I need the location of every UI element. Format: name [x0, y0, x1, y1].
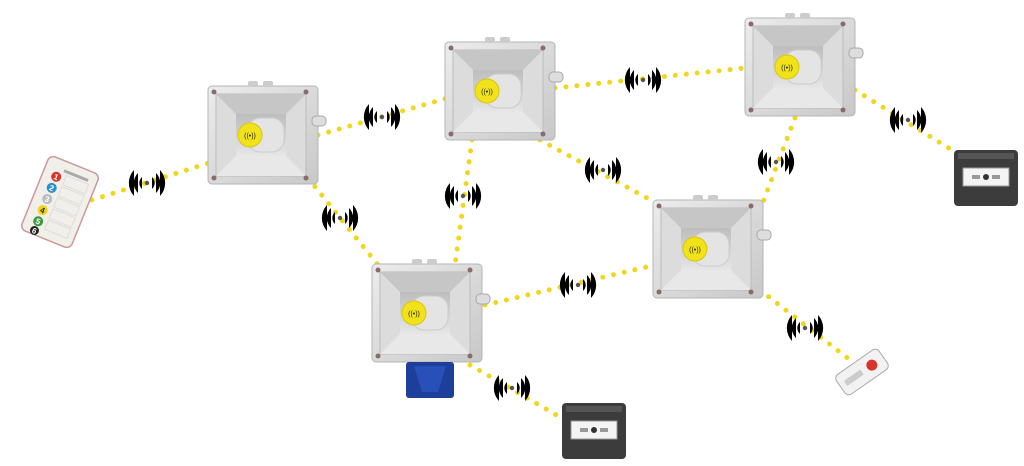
siren-icon — [371, 258, 491, 363]
wireless-signal-icon — [624, 67, 662, 93]
link-siren-e-pushbutton — [757, 287, 853, 363]
manual-call-point-icon — [561, 402, 627, 460]
remote-button-6: 6 — [31, 226, 39, 236]
link-siren-b-siren-c — [552, 65, 748, 91]
remote-button-1: 1 — [52, 172, 60, 182]
wireless-signal-icon — [493, 375, 531, 401]
remote-button-2: 2 — [48, 183, 56, 193]
wireless-signal-icon — [363, 104, 401, 130]
remote-button-5: 5 — [34, 217, 42, 227]
link-remote-siren-a — [89, 159, 215, 203]
link-siren-b-siren-e — [537, 137, 663, 208]
link-siren-a-siren-d — [305, 175, 381, 268]
beacon-icon — [406, 362, 454, 398]
push-button-icon — [835, 348, 889, 396]
remote-control: 1 2 3 4 5 6 — [21, 155, 99, 249]
wireless-signal-icon — [321, 205, 359, 231]
wireless-signal-icon — [559, 272, 597, 298]
wireless-signal-icon — [128, 170, 166, 196]
wireless-signal-icon — [786, 315, 824, 341]
link-siren-c-callpoint — [852, 87, 963, 158]
siren-with-beacon — [371, 258, 491, 398]
siren-icon — [207, 80, 327, 185]
siren-icon — [744, 12, 864, 117]
link-siren-b-siren-d — [452, 137, 475, 268]
remote-button-3: 3 — [43, 194, 51, 204]
siren-icon — [652, 194, 772, 299]
wireless-signal-icon — [584, 157, 622, 183]
remote-button-4: 4 — [39, 206, 47, 216]
siren-icon — [444, 36, 564, 141]
link-siren-d-siren-e — [482, 262, 658, 308]
manual-call-point-icon — [953, 149, 1019, 207]
